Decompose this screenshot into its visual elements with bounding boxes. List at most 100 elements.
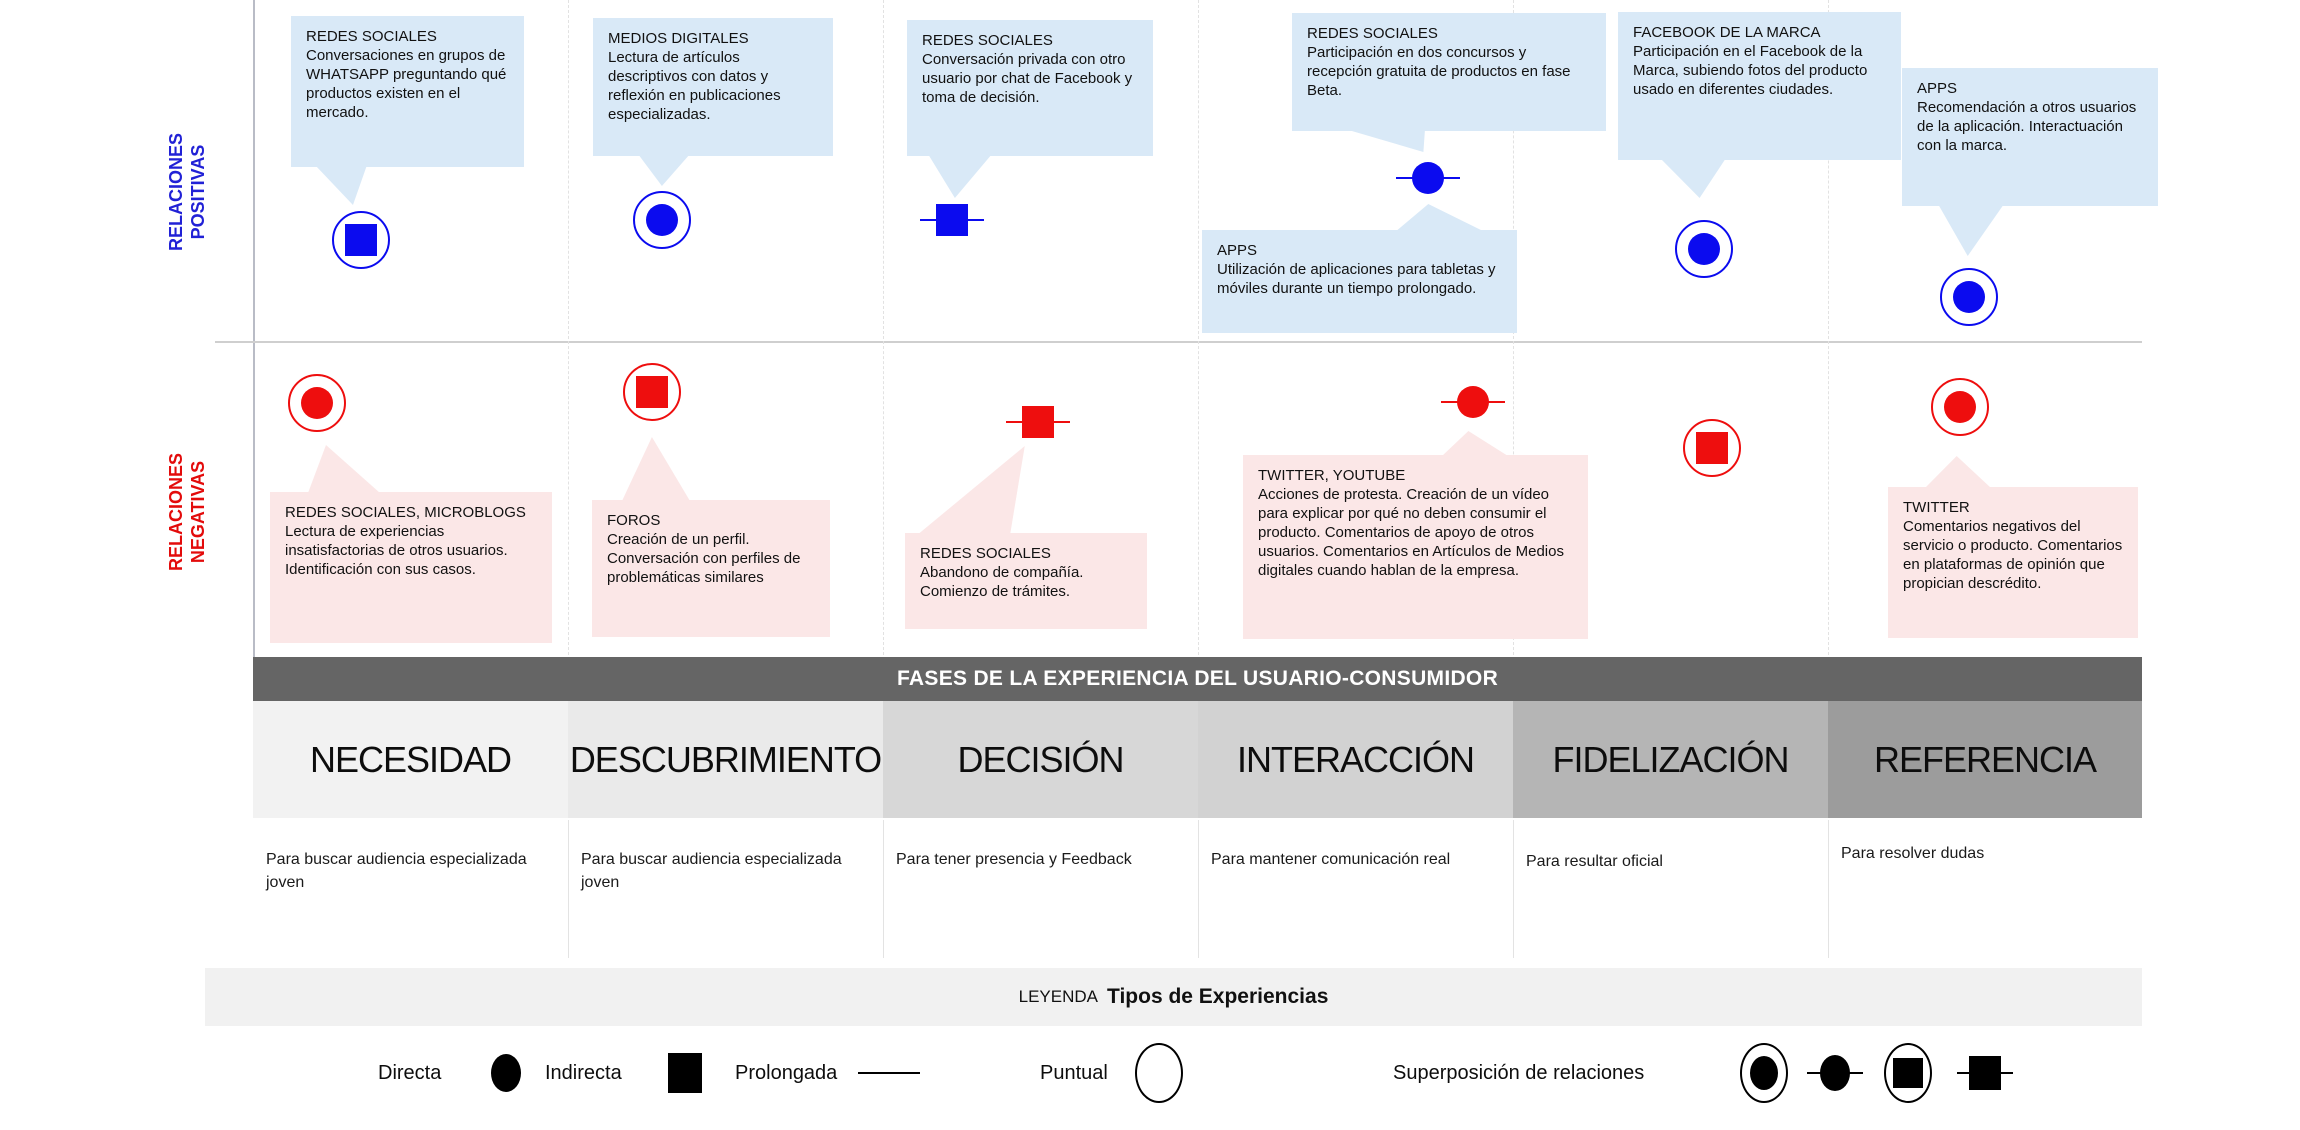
phase-note-referencia: Para resolver dudas (1841, 845, 1985, 862)
phase-name: REFERENCIA (1873, 738, 2097, 780)
bubble-title: APPS (1217, 242, 1258, 259)
phase-referencia: REFERENCIA (1828, 701, 2142, 818)
legend-label-prolongada: Prolongada (735, 1062, 838, 1084)
bubble-tail (1925, 456, 1991, 488)
filled-square-icon (668, 1053, 702, 1093)
phase-note-fidelizacion: Para resultar oficial (1526, 853, 1663, 870)
phase-note-necesidad: Para buscar audiencia especializada jove… (266, 851, 527, 891)
circle-icon (646, 204, 678, 236)
legend-label-indirecta: Indirecta (545, 1062, 622, 1084)
square-icon (345, 224, 377, 256)
negative-bubble-decision: REDES SOCIALES Abandono de compañía. Com… (905, 533, 1147, 629)
bubble-text: Participación en dos concursos y recepci… (1307, 44, 1571, 99)
circle-with-line-icon (1807, 1053, 1863, 1093)
bubble-title: TWITTER, YOUTUBE (1258, 467, 1406, 484)
bubble-text: Conversaciones en grupos de WHATSAPP pre… (306, 47, 507, 121)
positive-bubble-decision: REDES SOCIALES Conversación privada con … (907, 20, 1153, 156)
ring-icon (623, 363, 681, 421)
legend-prefix: LEYENDA (1018, 987, 1098, 1006)
marker-negative-circle-in-ring-icon (1931, 378, 1989, 436)
bubble-title: REDES SOCIALES (306, 28, 437, 45)
positive-bubble-apps: APPS Utilización de aplicaciones para ta… (1202, 230, 1517, 333)
circle-icon (1750, 1056, 1778, 1090)
phase-descubrimiento: DESCUBRIMIENTO (568, 701, 883, 818)
ring-icon (1740, 1043, 1788, 1103)
marker-negative-square-with-line-icon (1006, 405, 1070, 439)
ring-icon (1683, 419, 1741, 477)
phase-name: NECESIDAD (309, 738, 512, 780)
bubble-title: REDES SOCIALES (922, 32, 1053, 49)
bubble-title: REDES SOCIALES (920, 545, 1051, 562)
circle-icon (1953, 281, 1985, 313)
bubble-text: Abandono de compañía. Comienzo de trámit… (920, 564, 1084, 600)
bubble-title: APPS (1917, 80, 1958, 97)
column-separator (568, 0, 569, 655)
bubble-tail (1395, 204, 1485, 232)
negative-bubble-descubrimiento: FOROS Creación de un perfil. Conversació… (592, 500, 830, 637)
phases-title-bar: FASES DE LA EXPERIENCIA DEL USUARIO-CONS… (253, 657, 2142, 701)
positive-bubble-interaccion: REDES SOCIALES Participación en dos conc… (1292, 13, 1606, 131)
marker-positive-square-in-ring-icon (332, 211, 390, 269)
square-icon (1893, 1058, 1923, 1088)
bubble-text: Utilización de aplicaciones para tableta… (1217, 261, 1496, 297)
circle-icon (1412, 162, 1444, 194)
marker-positive-circle-in-ring-icon (1940, 268, 1998, 326)
ring-icon (1884, 1043, 1932, 1103)
bubble-title: FOROS (607, 512, 661, 529)
marker-positive-square-with-line-icon (920, 203, 984, 237)
square-with-line-icon (1957, 1053, 2013, 1093)
note-separator (1828, 820, 1829, 958)
bubble-text: Lectura de artículos descriptivos con da… (608, 49, 781, 123)
circle-icon (1820, 1055, 1850, 1091)
positive-negative-divider (215, 341, 2142, 343)
marker-negative-square-in-ring-icon (1683, 419, 1741, 477)
legend-title-bar: LEYENDA Tipos de Experiencias (205, 968, 2142, 1026)
circle-in-ring-icon (1740, 1043, 1788, 1103)
phase-name: DECISIÓN (957, 738, 1124, 780)
bubble-text: Lectura de experiencias insatisfactorias… (285, 523, 508, 578)
note-separator (1198, 820, 1199, 958)
bubble-tail (928, 154, 992, 198)
phase-note-descubrimiento: Para buscar audiencia especializada jove… (581, 851, 842, 891)
marker-negative-square-in-ring-icon (623, 363, 681, 421)
positive-bubble-referencia: APPS Recomendación a otros usuarios de l… (1902, 68, 2158, 206)
bubble-tail (315, 165, 367, 205)
ring-icon (1931, 378, 1989, 436)
bubble-tail (308, 445, 380, 493)
ring-icon (1940, 268, 1998, 326)
legend-title: Tipos de Experiencias (1107, 985, 1329, 1008)
bubble-tail (638, 154, 690, 186)
square-icon (1022, 406, 1054, 438)
phase-fidelizacion: FIDELIZACIÓN (1513, 701, 1828, 818)
phase-name: DESCUBRIMIENTO (569, 738, 882, 780)
bubble-tail (1938, 204, 2004, 256)
marker-positive-circle-with-line-icon (1396, 161, 1460, 195)
phase-decision: DECISIÓN (883, 701, 1198, 818)
phase-note-interaccion: Para mantener comunicación real (1211, 851, 1451, 868)
bubble-text: Creación de un perfil. Conversación con … (607, 531, 801, 586)
bubble-title: MEDIOS DIGITALES (608, 30, 749, 47)
note-separator (1513, 820, 1514, 958)
bubble-tail (1442, 431, 1508, 456)
phase-interaccion: INTERACCIÓN (1198, 701, 1513, 818)
column-separator (1198, 0, 1199, 655)
square-icon (1696, 432, 1728, 464)
circle-icon (1944, 391, 1976, 423)
phase-note-decision: Para tener presencia y Feedback (896, 851, 1132, 868)
legend-label-superposicion: Superposición de relaciones (1393, 1062, 1645, 1084)
ring-icon (288, 374, 346, 432)
negative-bubble-referencia: TWITTER Comentarios negativos del servic… (1888, 487, 2138, 638)
phase-name: FIDELIZACIÓN (1552, 738, 1789, 780)
negative-bubble-interaccion: TWITTER, YOUTUBE Acciones de protesta. C… (1243, 455, 1588, 639)
bubble-text: Recomendación a otros usuarios de la apl… (1917, 99, 2137, 154)
legend-label-puntual: Puntual (1040, 1062, 1108, 1084)
bubble-title: FACEBOOK DE LA MARCA (1633, 24, 1821, 41)
circle-icon (1688, 233, 1720, 265)
square-icon (1969, 1056, 2001, 1090)
bubble-text: Participación en el Facebook de la Marca… (1633, 43, 1868, 98)
bubble-tail (622, 437, 690, 501)
bubble-title: REDES SOCIALES (1307, 25, 1438, 42)
bubble-text: Conversación privada con otro usuario po… (922, 51, 1133, 106)
legend-label-directa: Directa (378, 1062, 442, 1084)
